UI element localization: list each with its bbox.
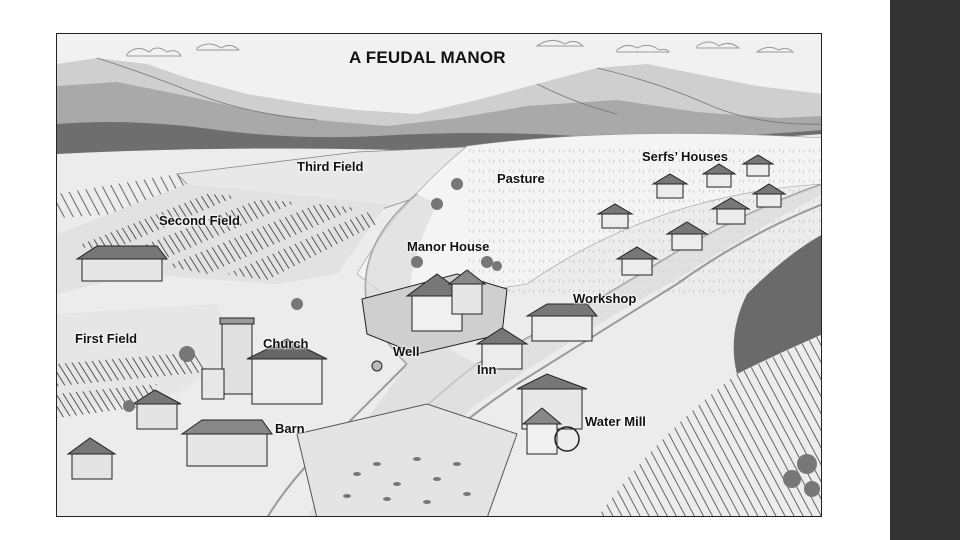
label-church: Church <box>263 336 309 351</box>
figure-title: A FEUDAL MANOR <box>349 48 506 67</box>
clouds <box>126 40 795 57</box>
slide-sidebar-bar <box>890 0 960 540</box>
mill-wheel <box>554 426 580 452</box>
label-workshop: Workshop <box>573 291 637 306</box>
label-first-field: First Field <box>75 331 138 346</box>
label-water-mill: Water Mill <box>585 414 646 429</box>
label-serfs-houses: Serfs’ Houses <box>642 149 728 164</box>
plowed-field <box>598 334 821 516</box>
mountain-ridges <box>96 57 821 125</box>
workshop <box>531 315 593 342</box>
first-field <box>57 304 237 418</box>
label-pasture: Pasture <box>497 171 545 186</box>
well <box>371 360 383 372</box>
barn-roof <box>180 419 273 435</box>
woods-right <box>733 235 821 374</box>
label-inn: Inn <box>477 362 497 377</box>
feudal-manor-illustration: A FEUDAL MANOR Third Field Pasture Serfs… <box>56 33 822 517</box>
label-well: Well <box>393 344 420 359</box>
label-third-field: Third Field <box>297 159 364 174</box>
livestock-pen <box>296 403 518 516</box>
third-field-edge <box>57 174 197 218</box>
church-nave <box>251 358 323 405</box>
barn-body <box>186 433 268 467</box>
serfs-houses <box>596 154 787 276</box>
buildings <box>66 154 787 480</box>
livestock <box>343 457 471 504</box>
manor-drawing <box>57 34 821 516</box>
trees <box>123 178 820 497</box>
label-barn: Barn <box>275 421 305 436</box>
label-second-field: Second Field <box>159 213 240 228</box>
label-manor-house: Manor House <box>407 239 490 254</box>
